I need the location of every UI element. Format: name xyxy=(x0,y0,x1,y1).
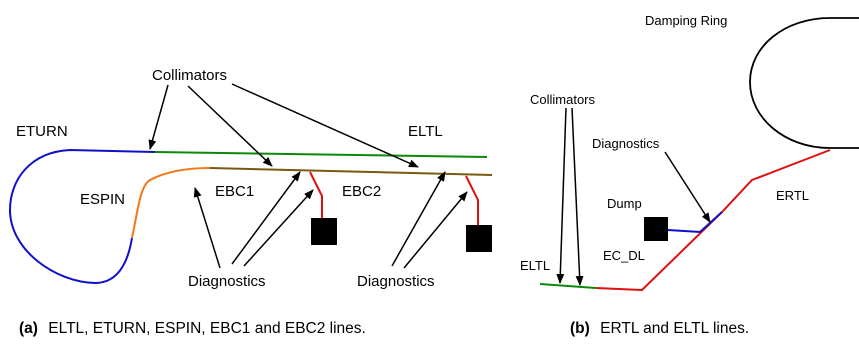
arrow-collimators-1 xyxy=(148,84,169,150)
arrow-collimators-3 xyxy=(231,83,419,168)
arrow-diag-2 xyxy=(231,171,301,265)
ebc1-dump-branch xyxy=(309,171,323,220)
label-collimators-a: Collimators xyxy=(152,67,227,84)
eturn-line xyxy=(8,148,156,285)
arrow-diag-4 xyxy=(391,171,446,267)
label-espin: ESPIN xyxy=(80,191,125,208)
label-collimators-b: Collimators xyxy=(530,92,596,107)
eltl-line xyxy=(154,151,488,158)
caption-b-text: ERTL and ELTL lines. xyxy=(600,320,749,337)
label-diagnostics-b: Diagnostics xyxy=(592,136,660,151)
label-diagnostics-a-right: Diagnostics xyxy=(357,273,435,290)
panel-b: Damping Ring Collimators Diagnostics Dum… xyxy=(520,13,859,337)
ebc-line xyxy=(209,167,493,176)
caption-a-text: ELTL, ETURN, ESPIN, EBC1 and EBC2 lines. xyxy=(48,320,366,337)
arrow-collimators-2 xyxy=(187,85,273,167)
ebc2-dump-branch xyxy=(465,175,479,228)
arrow-diagnostics-b xyxy=(664,151,711,223)
label-ec-dl: EC_DL xyxy=(603,248,645,263)
label-eltl-b: ELTL xyxy=(520,258,550,273)
arrow-diag-1 xyxy=(193,187,221,269)
label-ertl: ERTL xyxy=(776,188,809,203)
label-eturn: ETURN xyxy=(16,123,68,140)
panel-a: Collimators ETURN ELTL ESPIN EBC1 EBC2 D… xyxy=(8,67,493,337)
caption-b: (b) ERTL and ELTL lines. xyxy=(570,320,749,337)
label-dump: Dump xyxy=(607,196,642,211)
label-ebc1: EBC1 xyxy=(215,183,254,200)
caption-a: (a) ELTL, ETURN, ESPIN, EBC1 and EBC2 li… xyxy=(19,320,366,337)
eltl-line-b xyxy=(539,283,597,289)
arrow-diag-3 xyxy=(243,189,314,267)
ec-dl-line xyxy=(667,211,723,234)
dump-box-a2 xyxy=(466,225,492,252)
label-diagnostics-a-left: Diagnostics xyxy=(188,273,266,290)
arrow-collimators-b-2 xyxy=(571,107,584,286)
arrow-collimators-b-1 xyxy=(556,107,567,284)
caption-b-tag: (b) xyxy=(570,320,590,337)
caption-a-tag: (a) xyxy=(19,320,38,337)
label-ebc2: EBC2 xyxy=(342,183,381,200)
dump-box-a1 xyxy=(311,218,337,245)
label-eltl-a: ELTL xyxy=(408,123,443,140)
espin-line xyxy=(131,167,211,239)
arrow-diag-5 xyxy=(403,191,468,269)
label-damping-ring: Damping Ring xyxy=(645,13,727,28)
damping-ring xyxy=(749,17,859,149)
dump-box-b xyxy=(644,217,668,241)
